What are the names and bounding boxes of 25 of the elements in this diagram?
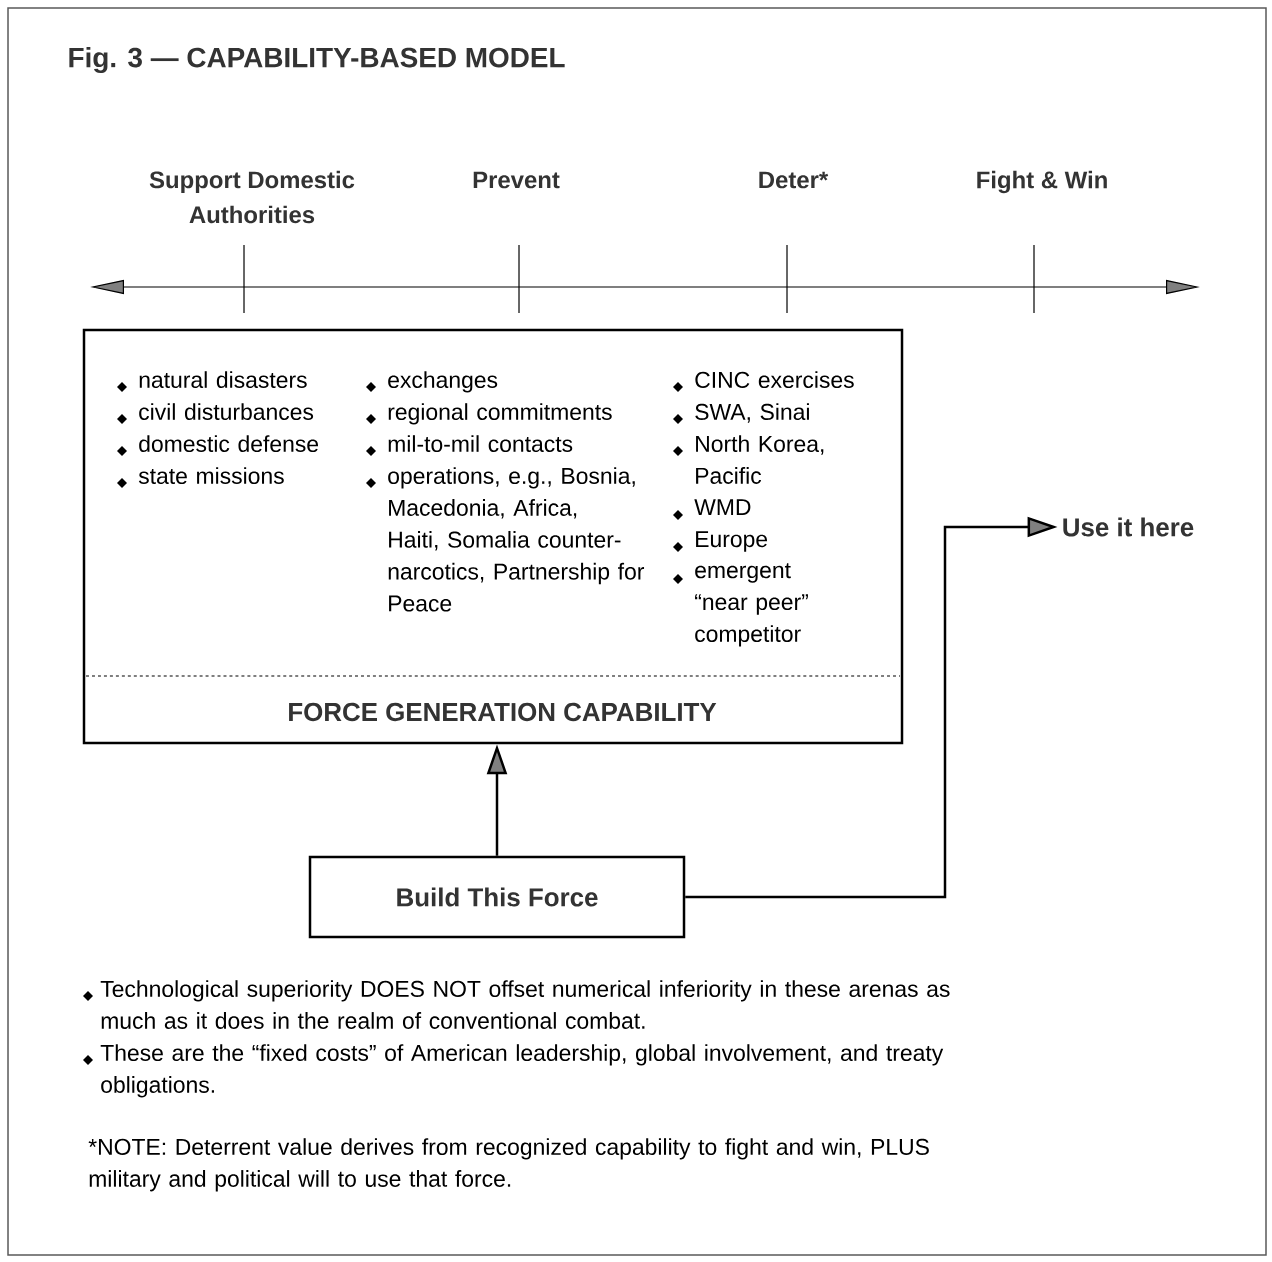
axis-label: Support Domestic Authorities [149,170,355,224]
bullet-item: SWA, Sinai [673,403,809,424]
box-heading: FORCE GENERATION CAPABILITY [289,702,717,722]
bullet-item: operations, e.g., Bosnia, Macedonia, Africa, Haiti, Somalia counter-narcotics, Partnership for Peace [366,467,645,612]
note: *NOTE: Deterrent value derives from recognized capability to fight and win, PLUS military and political will to use that force. [88,1138,929,1192]
axis-label: Fight & Win [977,170,1107,194]
bullet-item: regional commitments [366,403,612,425]
bullet-item: CINC exercises [673,371,854,392]
bullet-item: exchanges [366,371,498,393]
bullet-item: natural disasters [117,371,307,392]
bullet-item: North Korea, Pacific [673,435,824,484]
bullet-item: domestic defense [117,435,319,456]
bullet-item: mil-to-mil contacts [366,435,573,456]
title: Fig. 3 — CAPABILITY-BASED MODEL [69,46,565,74]
bullet-item: civil disturbances [117,403,314,424]
bullet-item: Europe [673,531,768,552]
bullet-item: emergent “near peer” competitor [673,563,808,647]
bullet-item: WMD [673,499,751,520]
bullet-note: These are the “fixed costs” of American leadership, global involvement, and treaty obligations. [83,1044,944,1098]
target-label: Use it here [1063,517,1194,537]
axis-label: Deter* [759,171,829,189]
bullet-note: Technological superiority DOES NOT offset numerical inferiority in these arenas as much as it does in the realm of conventional combat. [83,980,950,1029]
axis-label: Prevent [473,171,560,189]
bullet-item: state missions [117,467,284,488]
process-box: Build This Force [308,855,686,939]
